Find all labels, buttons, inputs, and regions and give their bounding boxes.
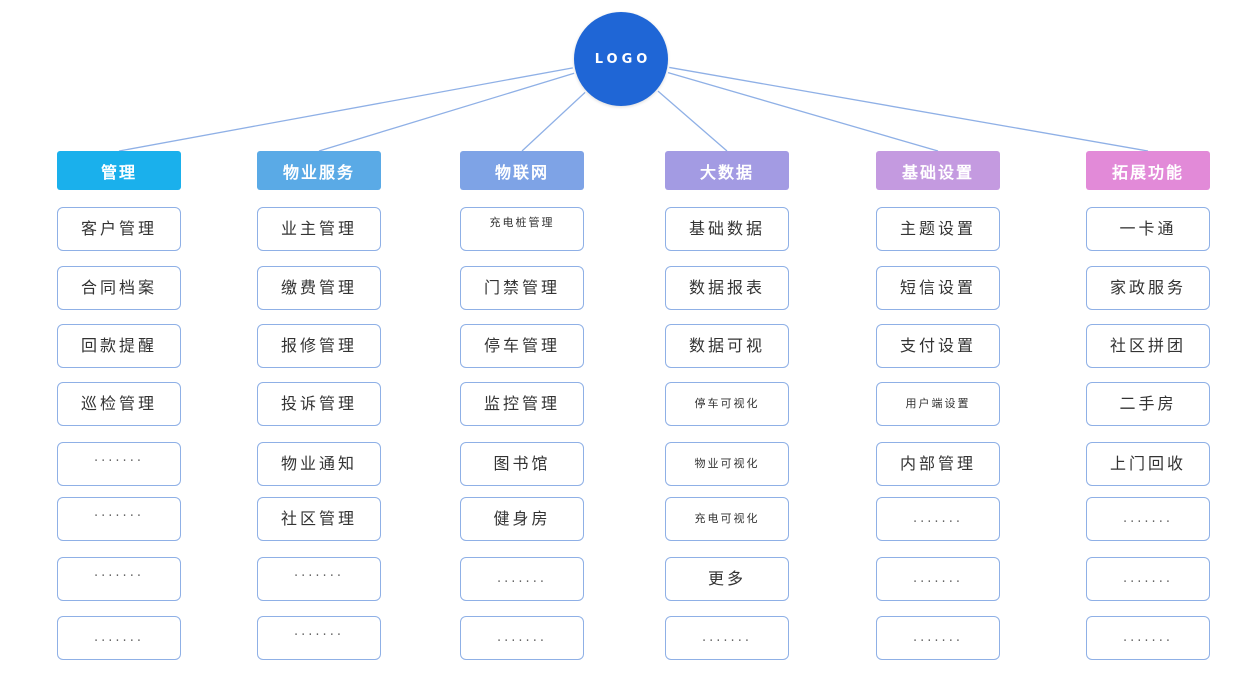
module-item[interactable]: ....... xyxy=(257,557,381,601)
module-item[interactable]: 图书馆 xyxy=(460,442,584,486)
module-item[interactable]: ....... xyxy=(460,557,584,601)
connector-line-5 xyxy=(669,66,1149,152)
module-item[interactable]: 门禁管理 xyxy=(460,266,584,310)
connector-line-2 xyxy=(521,91,586,152)
column-3: 大数据基础数据数据报表数据可视停车可视化物业可视化充电可视化更多....... xyxy=(665,151,789,660)
connector-line-0 xyxy=(118,67,573,152)
module-item[interactable]: 业主管理 xyxy=(257,207,381,251)
module-item[interactable]: 物业通知 xyxy=(257,442,381,486)
logo-node: LOGO xyxy=(574,12,668,106)
column-header: 物联网 xyxy=(460,151,584,190)
module-item[interactable]: 物业可视化 xyxy=(665,442,789,486)
module-item[interactable]: 合同档案 xyxy=(57,266,181,310)
module-item[interactable]: ....... xyxy=(665,616,789,660)
module-item[interactable]: ....... xyxy=(460,616,584,660)
module-item[interactable]: 上门回收 xyxy=(1086,442,1210,486)
module-item[interactable]: 主题设置 xyxy=(876,207,1000,251)
column-2: 物联网充电桩管理门禁管理停车管理监控管理图书馆健身房.............. xyxy=(460,151,584,660)
module-item[interactable]: ....... xyxy=(876,616,1000,660)
module-item[interactable]: ....... xyxy=(1086,616,1210,660)
module-item[interactable]: 二手房 xyxy=(1086,382,1210,426)
module-item[interactable]: 短信设置 xyxy=(876,266,1000,310)
module-item[interactable]: 缴费管理 xyxy=(257,266,381,310)
module-item[interactable]: 充电可视化 xyxy=(665,497,789,541)
module-item[interactable]: ....... xyxy=(876,497,1000,541)
module-item[interactable]: 内部管理 xyxy=(876,442,1000,486)
module-item[interactable]: ....... xyxy=(876,557,1000,601)
column-5: 拓展功能一卡通家政服务社区拼团二手房上门回收..................… xyxy=(1086,151,1210,660)
module-item[interactable]: 数据报表 xyxy=(665,266,789,310)
module-item[interactable]: 停车可视化 xyxy=(665,382,789,426)
module-item[interactable]: ....... xyxy=(57,442,181,486)
column-header: 大数据 xyxy=(665,151,789,190)
module-item[interactable]: 巡检管理 xyxy=(57,382,181,426)
module-item[interactable]: 健身房 xyxy=(460,497,584,541)
module-item[interactable]: 支付设置 xyxy=(876,324,1000,368)
module-item[interactable]: ....... xyxy=(57,557,181,601)
module-item[interactable]: 家政服务 xyxy=(1086,266,1210,310)
logo-label: LOGO xyxy=(594,51,652,67)
module-item[interactable]: 回款提醒 xyxy=(57,324,181,368)
module-item[interactable]: 停车管理 xyxy=(460,324,584,368)
connector-line-1 xyxy=(318,72,575,152)
module-item[interactable]: 社区拼团 xyxy=(1086,324,1210,368)
column-4: 基础设置主题设置短信设置支付设置用户端设置内部管理...............… xyxy=(876,151,1000,660)
module-item[interactable]: ....... xyxy=(1086,497,1210,541)
module-item[interactable]: 充电桩管理 xyxy=(460,207,584,251)
module-item[interactable]: 数据可视 xyxy=(665,324,789,368)
column-header: 基础设置 xyxy=(876,151,1000,190)
column-header: 物业服务 xyxy=(257,151,381,190)
column-0: 管理客户管理合同档案回款提醒巡检管理......................… xyxy=(57,151,181,660)
module-item[interactable]: ....... xyxy=(57,616,181,660)
module-item[interactable]: 基础数据 xyxy=(665,207,789,251)
column-header: 管理 xyxy=(57,151,181,190)
module-item[interactable]: ....... xyxy=(57,497,181,541)
module-item[interactable]: 更多 xyxy=(665,557,789,601)
module-item[interactable]: 用户端设置 xyxy=(876,382,1000,426)
module-item[interactable]: 监控管理 xyxy=(460,382,584,426)
module-item[interactable]: 投诉管理 xyxy=(257,382,381,426)
module-item[interactable]: ....... xyxy=(257,616,381,660)
connector-line-4 xyxy=(667,72,939,152)
module-item[interactable]: 一卡通 xyxy=(1086,207,1210,251)
module-item[interactable]: 社区管理 xyxy=(257,497,381,541)
module-item[interactable]: ....... xyxy=(1086,557,1210,601)
column-header: 拓展功能 xyxy=(1086,151,1210,190)
module-item[interactable]: 客户管理 xyxy=(57,207,181,251)
module-item[interactable]: 报修管理 xyxy=(257,324,381,368)
connector-line-3 xyxy=(657,90,728,152)
column-1: 物业服务业主管理缴费管理报修管理投诉管理物业通知社区管理............… xyxy=(257,151,381,660)
